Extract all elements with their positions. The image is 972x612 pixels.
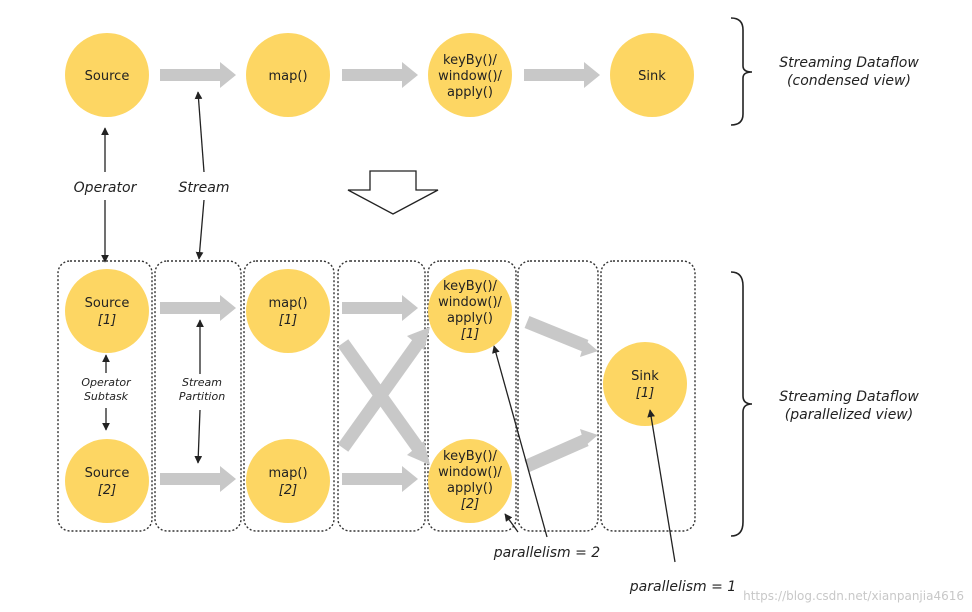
node-source [65,33,149,117]
stream-arrow [524,62,600,88]
node-index: [1] [461,327,479,342]
node-index: [2] [279,483,297,498]
parallelism2-pointer [504,513,519,533]
node-keyby1 [428,269,512,353]
stream-partition-label: Stream [182,376,222,389]
stream-arrow [524,434,589,472]
node-keyby [428,33,512,117]
partition-pointer [194,409,203,464]
stream-arrows [160,62,600,492]
node-label: Source [85,69,130,84]
stream-arrow [342,62,418,88]
box-stream [154,260,242,532]
node-index: [2] [461,497,479,512]
node-label: map() [268,466,307,481]
node-label: keyBy()/ [443,449,498,464]
partition-boxes [57,260,696,532]
node-label: window()/ [438,465,502,480]
stream-arrow [524,315,589,353]
node-index: [1] [636,386,654,401]
parallelism-1-label: parallelism = 1 [629,579,736,595]
node-label: Source [85,296,130,311]
parallelism-2-label: parallelism = 2 [493,545,601,561]
stream-partition-label: Partition [179,390,225,403]
box-stream2 [517,260,599,532]
nodes [65,33,694,523]
node-label: Source [85,466,130,481]
stream-arrow [160,295,236,321]
node-map [246,33,330,117]
parallel-view-label: Streaming Dataflow [779,389,919,405]
brace-parallel [730,271,753,537]
box-source [57,260,153,532]
node-label: map() [268,69,307,84]
operator-label: Operator [74,180,138,196]
brace-condensed [730,17,753,126]
node-label: keyBy()/ [443,53,498,68]
parallelism1-pointer [647,409,676,563]
operator-subtask-label: Subtask [84,390,129,403]
condensed-view-label: (condensed view) [787,73,911,89]
node-index: [2] [98,483,116,498]
box-map [243,260,335,532]
parallelism2-pointer [492,345,548,538]
node-label: keyBy()/ [443,279,498,294]
box-sink [600,260,696,532]
node-map1 [246,269,330,353]
node-label: apply() [447,85,493,100]
node-map2 [246,439,330,523]
stream-arrow [342,295,418,321]
node-index: [1] [98,313,116,328]
node-source1 [65,269,149,353]
stream-arrow [342,466,418,492]
box-shuffle [337,260,426,532]
node-label: window()/ [438,295,502,310]
stream-arrow [160,62,236,88]
stream-pointer [195,199,205,260]
node-label: map() [268,296,307,311]
node-index: [1] [279,313,297,328]
node-label: apply() [447,311,493,326]
watermark: https://blog.csdn.net/xianpanjia4616 [743,589,964,603]
node-source2 [65,439,149,523]
stream-pointer [194,91,205,173]
parallel-view-label: (parallelized view) [785,407,913,423]
shuffle-arrows [337,315,589,472]
node-label: Sink [638,69,666,84]
box-keyby [427,260,517,532]
node-label: window()/ [438,69,502,84]
node-label: apply() [447,481,493,496]
condensed-view-label: Streaming Dataflow [779,55,919,71]
stream-label: Stream [179,180,230,196]
stream-arrow [337,339,424,452]
operator-subtask-label: Operator [81,376,132,389]
node-sink [610,33,694,117]
stream-arrow [160,466,236,492]
transform-arrow-icon [347,170,439,215]
node-keyby2 [428,439,512,523]
pointer-lines [101,91,676,563]
node-sink1 [603,342,687,426]
shuffle-arrowheads [407,327,598,465]
node-label: Sink [631,369,659,384]
